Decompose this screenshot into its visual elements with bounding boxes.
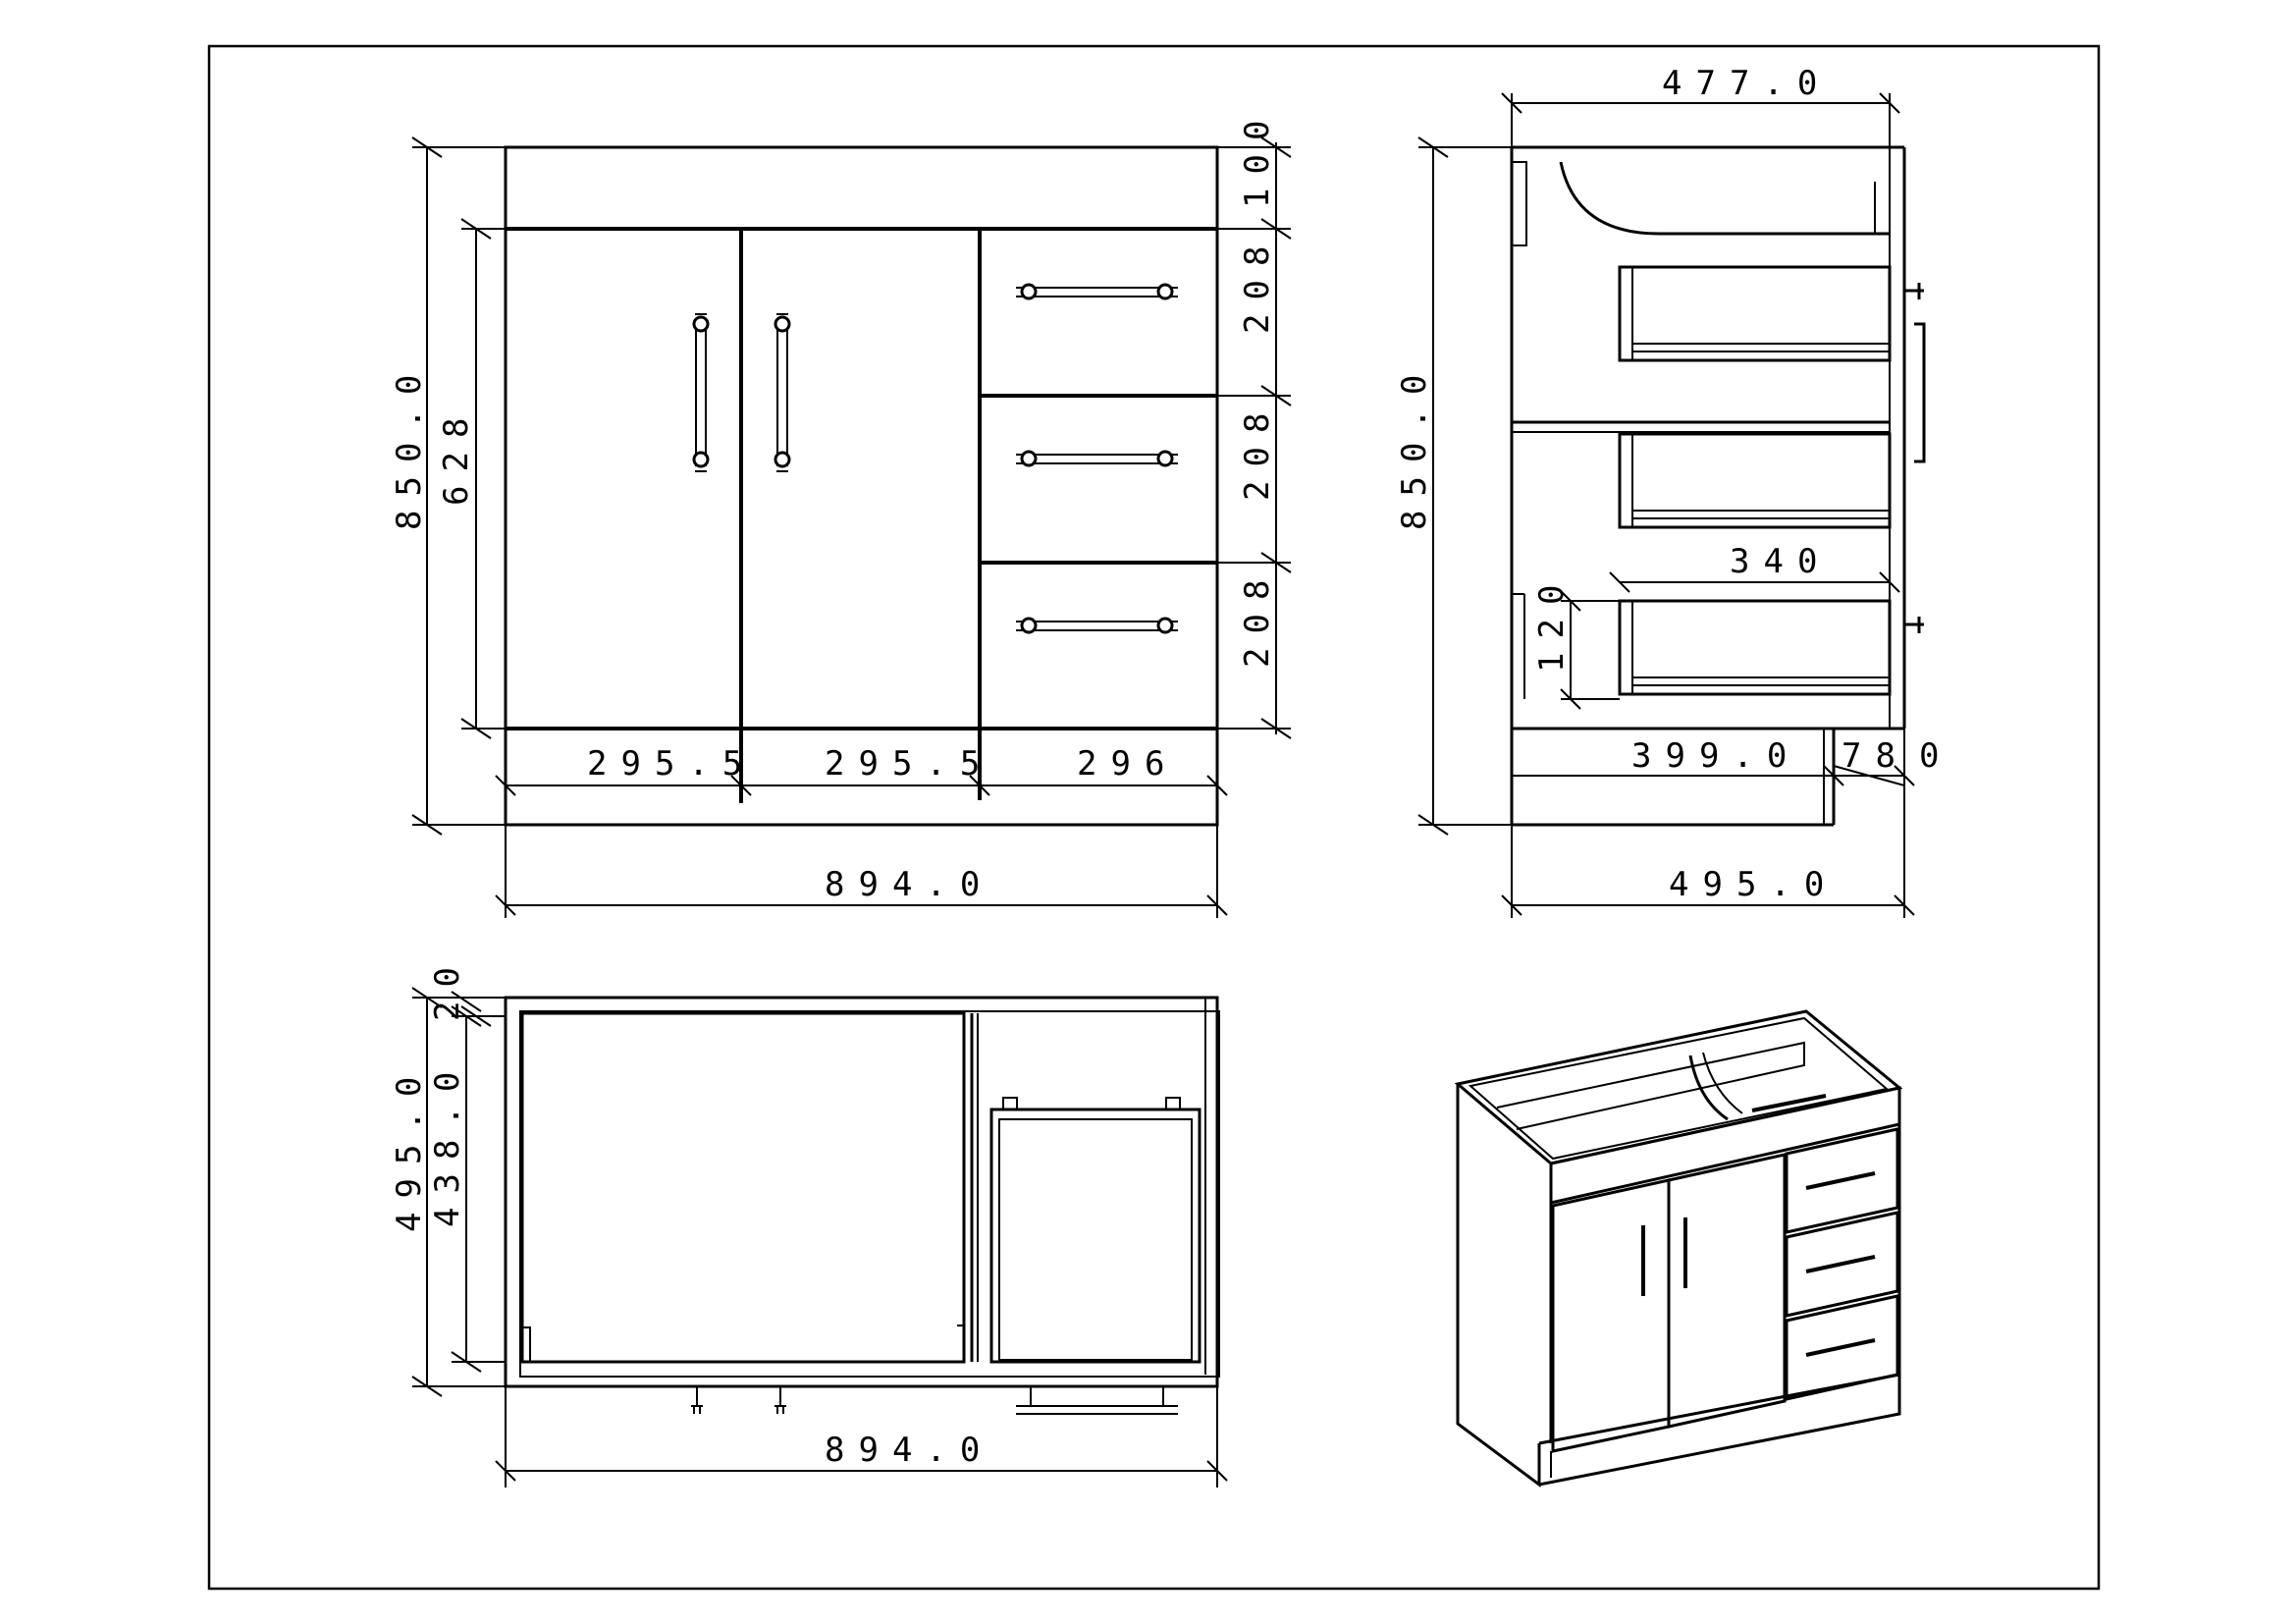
iso-door-right bbox=[1667, 1153, 1787, 1429]
top-view: 495.0 438.0 20 894.0 bbox=[390, 953, 1228, 1488]
dim-door-height: 628 bbox=[437, 405, 476, 506]
dim-front-gap: 0 bbox=[1919, 736, 1952, 776]
iso-drawer-2 bbox=[1785, 1211, 1899, 1318]
drawer-handle-1 bbox=[1016, 283, 1178, 300]
dim-plinth-depth: 399.0 bbox=[1631, 736, 1800, 776]
front-carcass bbox=[504, 145, 1219, 827]
top-handle-stubs bbox=[691, 1386, 1178, 1415]
dim-top-rail: 100 bbox=[1238, 107, 1277, 208]
dim-section-1: 295.5 bbox=[587, 744, 756, 784]
top-carcass bbox=[504, 996, 1219, 1388]
sheet-frame bbox=[207, 44, 2101, 1591]
dim-inner-depth: 438.0 bbox=[428, 1058, 467, 1227]
dim-side-height: 850.0 bbox=[1395, 361, 1434, 530]
door-handle-right bbox=[774, 313, 791, 472]
dim-drawer-3: 208 bbox=[1238, 567, 1277, 668]
dim-top-depth-overall: 495.0 bbox=[390, 1063, 429, 1232]
dim-drawer-2: 208 bbox=[1238, 400, 1277, 501]
side-handle-drawer bbox=[1904, 617, 1924, 633]
drawer-handle-3 bbox=[1016, 617, 1178, 634]
dim-drawer-depth: 340 bbox=[1730, 542, 1831, 581]
side-handle-door bbox=[1904, 283, 1926, 463]
dim-drawer-side: 120 bbox=[1532, 571, 1572, 673]
side-drawer-1 bbox=[1618, 265, 1892, 362]
side-view: 477.0 850.0 340 120 399.0 78 0 bbox=[1395, 64, 1952, 918]
top-drawer-box bbox=[989, 1108, 1201, 1364]
front-view: 850.0 628 100 208 208 208 295.5 bbox=[390, 107, 1292, 918]
dim-overall-width: 894.0 bbox=[825, 865, 993, 904]
side-drawer-3 bbox=[1618, 599, 1892, 696]
dim-section-2: 295.5 bbox=[825, 744, 993, 784]
dim-back-offset: 20 bbox=[428, 953, 467, 1021]
dim-drawer-1: 208 bbox=[1238, 233, 1277, 334]
drawer-handle-2 bbox=[1016, 450, 1178, 467]
iso-drawer-1 bbox=[1785, 1127, 1899, 1234]
isometric-view bbox=[1454, 1009, 1903, 1488]
dim-overall-height: 850.0 bbox=[390, 361, 429, 530]
dim-top-width: 894.0 bbox=[825, 1431, 993, 1470]
dim-plinth-offset: 78 bbox=[1842, 736, 1909, 776]
top-door-void bbox=[520, 1011, 966, 1364]
iso-door-left bbox=[1551, 1178, 1671, 1453]
dim-top-depth: 477.0 bbox=[1662, 64, 1831, 103]
dim-section-3: 296 bbox=[1077, 744, 1178, 784]
dim-side-depth: 495.0 bbox=[1669, 865, 1838, 904]
door-handle-left bbox=[692, 313, 710, 472]
side-drawer-2 bbox=[1618, 432, 1892, 529]
